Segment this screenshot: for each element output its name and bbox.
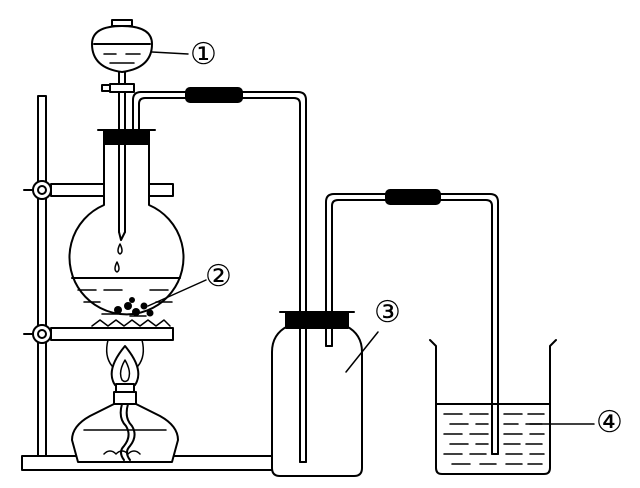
label-beaker: ④ [596, 405, 623, 440]
ring-clamp [23, 319, 174, 344]
round-bottom-flask [68, 143, 185, 317]
label-round-flask: ② [205, 259, 232, 294]
wire-gauze [91, 319, 171, 327]
flask-stopper [97, 129, 156, 145]
label-separatory-funnel: ① [190, 37, 217, 72]
upper-clamp [23, 180, 174, 200]
solid-particles [114, 297, 154, 317]
bottle-stopper [285, 311, 349, 329]
beaker-liquid-lines [443, 413, 545, 465]
label-gas-bottle: ③ [374, 295, 401, 330]
separatory-funnel [91, 19, 153, 241]
alcohol-lamp [71, 339, 179, 463]
bottle-inlet-tube [299, 327, 307, 463]
outlet-tube-2 [325, 189, 499, 455]
leader-lines [147, 51, 595, 425]
outlet-tube-1 [132, 87, 307, 463]
liquid-drop [114, 261, 120, 273]
gas-collecting-bottle [271, 311, 363, 477]
stand-rod [37, 95, 47, 457]
liquid-drop [117, 243, 123, 255]
